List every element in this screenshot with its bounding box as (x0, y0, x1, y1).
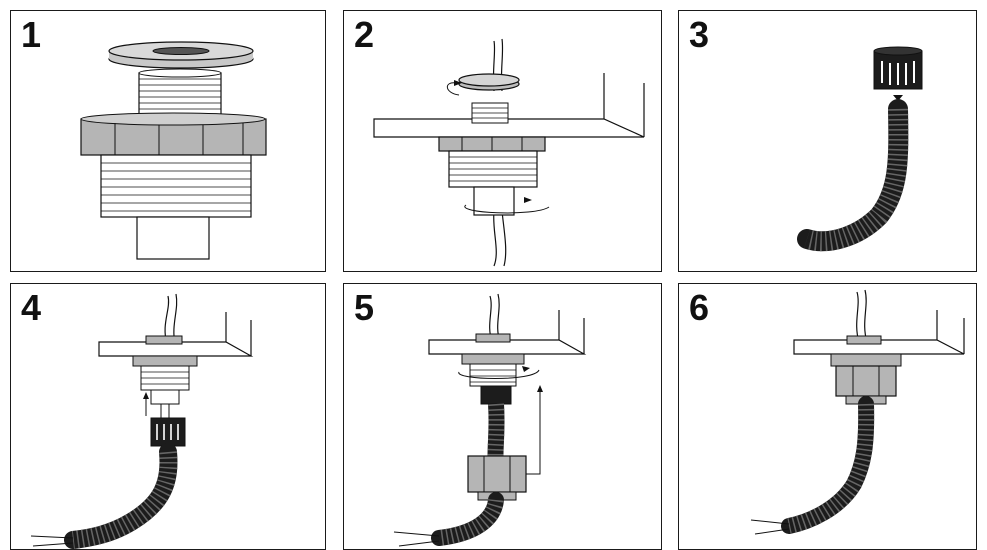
hex-nut (80, 112, 267, 156)
corrugated-conduit (781, 396, 875, 534)
step-number: 3 (689, 14, 710, 55)
lower-thread (100, 154, 252, 218)
completed-installation-illustration (750, 289, 965, 535)
conduit-cap (480, 385, 512, 405)
step-number: 5 (354, 287, 375, 328)
tighten-fitting-illustration (393, 293, 587, 547)
wires (856, 289, 868, 343)
rotate-arrow-icon (464, 204, 550, 214)
panel-surface (98, 312, 254, 357)
hex-nut (461, 353, 525, 365)
insert-conduit-illustration (30, 293, 254, 549)
step-panel-1: 1 (10, 10, 326, 272)
conduit-cap (150, 417, 186, 447)
panel-surface (793, 310, 965, 355)
conduit-cap (873, 46, 923, 90)
step-panel-2: 2 (343, 10, 662, 272)
step-number: 1 (21, 14, 42, 55)
step-number: 6 (689, 287, 710, 328)
up-arrow-icon (526, 388, 541, 475)
rotate-arrow-icon (458, 369, 540, 379)
step-panel-4: 4 (10, 283, 326, 550)
sleeve (136, 216, 210, 260)
panel-surface (373, 73, 645, 138)
mount-through-panel-illustration (373, 38, 645, 267)
down-arrow-icon (893, 95, 903, 101)
hex-nut (132, 355, 198, 367)
step-number: 2 (354, 14, 375, 55)
step-panel-5: 5 (343, 283, 662, 550)
step-number: 4 (21, 287, 42, 328)
washer (108, 41, 254, 69)
cap-on-conduit-illustration (797, 46, 923, 252)
step-panel-6: 6 (678, 283, 977, 550)
fitting-exploded-illustration (80, 41, 267, 260)
panel-surface (428, 310, 587, 355)
corrugated-conduit (64, 443, 178, 549)
rotate-arrow-icon (446, 82, 460, 96)
step-panel-3: 3 (678, 10, 977, 272)
